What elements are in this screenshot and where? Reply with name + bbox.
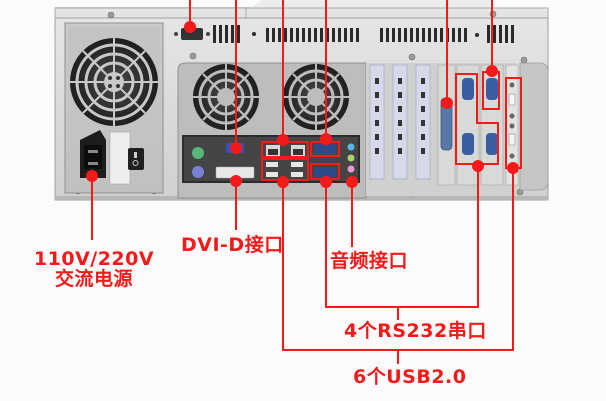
expansion-slots	[366, 62, 549, 196]
ps2-keyboard-port	[192, 147, 204, 159]
audio-label: 音频接口	[330, 250, 409, 272]
slot-cover-3	[415, 64, 431, 180]
psu-fan	[70, 38, 158, 126]
audio-line-in	[347, 143, 355, 151]
power-label: 110V/220V 交流电源	[30, 250, 158, 289]
slot-cover-1	[369, 64, 385, 180]
rs232-label: 4个RS232串口	[344, 320, 487, 342]
power-supply-unit	[64, 22, 164, 194]
ps2-mouse-port	[192, 166, 204, 178]
dvi-label: DVI-D接口	[181, 234, 284, 256]
psu-spec-label	[109, 131, 131, 185]
power-label-type: 交流电源	[54, 268, 133, 290]
system-fan-1	[193, 64, 259, 130]
usb-label: 6个USB2.0	[353, 366, 467, 388]
power-switch	[128, 148, 144, 170]
annotation-dots	[86, 21, 519, 188]
audio-mic	[347, 165, 355, 173]
dual-com-card-1	[456, 64, 480, 186]
motherboard-area	[177, 62, 367, 199]
ac-power-inlet	[80, 130, 106, 178]
com-port-2	[314, 167, 336, 177]
com-port-1	[314, 144, 336, 154]
system-fan-2	[283, 64, 349, 130]
rear-usb-ports	[266, 162, 303, 177]
slot-cover-2	[392, 64, 408, 180]
power-label-voltage: 110V/220V	[33, 248, 155, 270]
audio-line-out	[347, 154, 355, 162]
